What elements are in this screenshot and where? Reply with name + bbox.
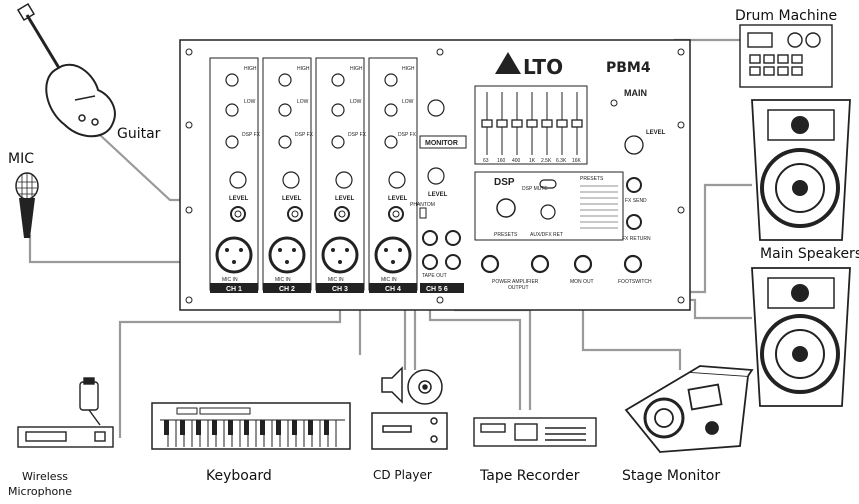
label-dspfx-2: DSP FX [295, 132, 314, 138]
model-name: PBM4 [606, 60, 651, 76]
label-micin-2: MIC IN [275, 277, 291, 283]
right-panel: LTO PBM4 63 160 400 1K 2.5K [474, 52, 666, 291]
label-low-1: LOW [244, 99, 256, 105]
speaker-icon-top [751, 99, 851, 241]
label-tape-recorder: Tape Recorder [479, 468, 580, 484]
eq-freq-6: 6.3K [556, 158, 567, 164]
label-stage-monitor: Stage Monitor [622, 468, 720, 484]
speaker-icon-bottom [751, 267, 851, 407]
monitor-section: MONITOR LEVEL PHANTOM TAPE OUT [410, 99, 467, 279]
label-drum-machine: Drum Machine [735, 8, 837, 24]
label-ch2: CH 2 [279, 286, 295, 293]
channel-label-bar: CH 1 CH 2 CH 3 CH 4 CH 5 6 MIC IN MIC IN… [210, 277, 464, 293]
eq-freq-labels: 63 160 400 1K 2.5K 6.3K 16K [483, 158, 582, 164]
channel-knob-labels: HIGH HIGH HIGH HIGH LOW LOW LOW LOW DSP … [229, 66, 417, 202]
label-ch1: CH 1 [226, 286, 242, 293]
label-dsp: DSP [494, 177, 515, 188]
label-ch3: CH 3 [332, 286, 348, 293]
label-dsp-mute: DSP MUTE [522, 186, 548, 192]
label-level-1: LEVEL [229, 196, 249, 202]
label-low-2: LOW [297, 99, 309, 105]
eq-freq-4: 1K [529, 158, 536, 164]
label-level-2: LEVEL [282, 196, 302, 202]
cd-player-icon [371, 366, 448, 450]
keyboard-icon [151, 402, 351, 450]
label-ch4: CH 4 [385, 286, 401, 293]
label-level-4: LEVEL [388, 196, 408, 202]
channel-knobs [225, 73, 406, 189]
wireless-receiver-icon [17, 377, 114, 448]
label-level-3: LEVEL [335, 196, 355, 202]
label-micin-3: MIC IN [328, 277, 344, 283]
label-high-4: HIGH [402, 66, 415, 72]
label-aux-dfx-ret: AUX/DFX RET [530, 232, 563, 238]
label-monitor: MONITOR [425, 140, 458, 147]
label-main: MAIN [624, 88, 647, 98]
label-footswitch: FOOTSWITCH [618, 279, 652, 285]
label-wireless-2: Microphone [8, 485, 72, 498]
label-mic: MIC [8, 151, 34, 167]
label-dspfx-4: DSP FX [398, 132, 417, 138]
eq-freq-3: 400 [512, 158, 521, 164]
label-cd-player: CD Player [373, 468, 432, 482]
cable-mic [28, 235, 230, 264]
label-low-4: LOW [402, 99, 414, 105]
label-mon-out: MON OUT [570, 279, 594, 285]
label-power-amp: POWER AMPLIFIER [492, 279, 539, 285]
label-power-amp-output: OUTPUT [508, 285, 529, 291]
label-main-level: LEVEL [646, 130, 666, 136]
label-high-2: HIGH [297, 66, 310, 72]
label-guitar: Guitar [117, 126, 161, 142]
label-dsp-presets: PRESETS [494, 232, 518, 238]
stage-monitor-icon [624, 365, 754, 453]
label-dspfx-1: DSP FX [242, 132, 261, 138]
line-jacks [230, 206, 404, 222]
label-high-3: HIGH [350, 66, 363, 72]
label-fx-return: FX RETURN [622, 236, 651, 242]
eq-freq-1: 63 [483, 158, 489, 164]
brand-logo: LTO [523, 55, 563, 79]
eq-freq-2: 160 [497, 158, 506, 164]
label-phantom: PHANTOM [410, 202, 435, 208]
label-ch56: CH 5 6 [426, 286, 448, 293]
label-tape-out: TAPE OUT [422, 273, 447, 279]
eq-freq-5: 2.5K [541, 158, 552, 164]
tape-recorder-icon [473, 417, 597, 447]
label-dspfx-3: DSP FX [348, 132, 367, 138]
label-monitor-level: LEVEL [428, 192, 448, 198]
label-micin-4: MIC IN [381, 277, 397, 283]
label-main-speakers: Main Speakers [760, 246, 859, 262]
label-fx-send: FX SEND [625, 198, 647, 204]
label-keyboard: Keyboard [206, 468, 272, 484]
xlr-inputs [215, 236, 412, 274]
label-micin-1: MIC IN [222, 277, 238, 283]
label-low-3: LOW [350, 99, 362, 105]
eq-freq-7: 16K [572, 158, 582, 164]
mic-icon [15, 172, 39, 238]
drum-machine-icon [739, 24, 833, 88]
label-presets-list: PRESETS [580, 176, 604, 182]
guitar-icon [16, 2, 116, 138]
label-wireless-1: Wireless [22, 470, 68, 483]
mixer: HIGH HIGH HIGH HIGH LOW LOW LOW LOW DSP … [179, 39, 691, 311]
label-high-1: HIGH [244, 66, 257, 72]
